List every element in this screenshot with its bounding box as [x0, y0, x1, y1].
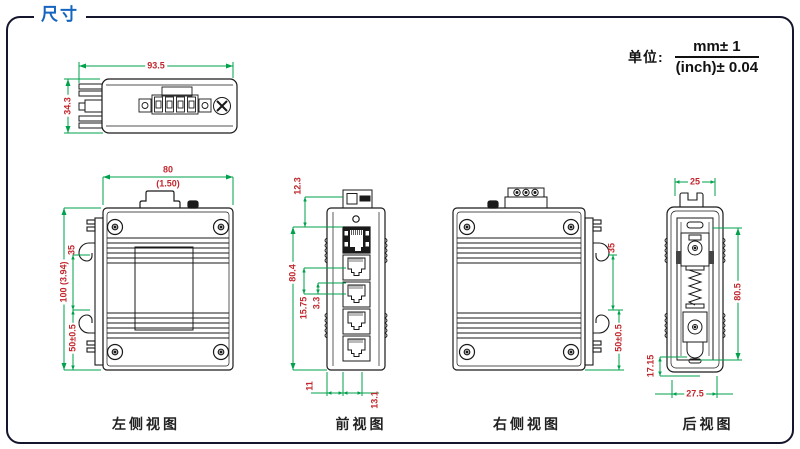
front-view-drawing [324, 189, 388, 371]
dim-front-height: 80.4 [287, 262, 299, 284]
top-view-din-clip [78, 83, 103, 129]
edge-fins-right [722, 237, 726, 339]
view-label-right-side: 右侧视图 [493, 416, 561, 432]
top-view-dimension-lines [64, 62, 234, 134]
panel-title: 尺寸 [34, 5, 86, 25]
rj45-port-4 [342, 308, 371, 335]
rj45-port-2 [342, 254, 371, 281]
rj45-port-5 [342, 335, 371, 362]
units-fraction: mm± 1 (inch)± 0.04 [672, 38, 762, 76]
view-label-rear: 后视图 [682, 416, 734, 432]
units-mm: mm± 1 [693, 38, 741, 55]
edge-fins-right [384, 237, 388, 339]
dim-left-height: 100 (3.94) [58, 259, 70, 305]
terminal-connector-front [342, 189, 373, 209]
top-view-terminal-block [138, 86, 212, 115]
dim-rear-base-width: 27.5 [684, 388, 706, 399]
dim-right-din-rail: 35 [606, 242, 617, 254]
view-label-front: 前视图 [335, 416, 387, 432]
dim-left-width-inch: (1.50) [156, 178, 180, 189]
dim-rear-height: 80.5 [732, 281, 744, 303]
corner-screws [106, 218, 230, 361]
panel-border [6, 16, 794, 444]
din-rail-clip-right [584, 217, 610, 366]
rj45-port-1 [342, 226, 371, 254]
rear-view-dimension-lines [655, 178, 742, 398]
led-indicator [352, 215, 360, 223]
units-inch: (inch)± 0.04 [675, 59, 759, 76]
dim-rear-clip: 17.15 [645, 354, 656, 378]
dim-left-din-rail: 35 [66, 244, 77, 256]
dim-right-clip-bottom: 50±0.5 [613, 322, 625, 354]
top-view-ground-screw [213, 97, 231, 115]
terminal-block-top [504, 187, 548, 209]
dim-front-port-gap: 3.3 [311, 296, 322, 310]
label-area [134, 246, 194, 331]
din-slider-mechanism [676, 217, 714, 364]
view-label-left-side: 左侧视图 [112, 416, 180, 432]
dim-front-port-pitch: 15.75 [298, 296, 309, 320]
units-note: 单位: mm± 1 (inch)± 0.04 [628, 38, 762, 76]
edge-fins-left [664, 237, 668, 339]
spring [687, 269, 703, 306]
right-side-view-drawing [452, 187, 610, 371]
corner-screws [458, 218, 580, 361]
cooling-fins [107, 237, 229, 339]
left-side-view-drawing [78, 190, 234, 371]
serial-connector-side [139, 190, 181, 208]
dim-front-top-offset: 12.3 [292, 177, 303, 195]
din-rail-clip-left [78, 217, 104, 366]
front-view-dimension-lines [290, 196, 379, 396]
dim-left-width-mm: 80 [162, 164, 174, 175]
dim-left-clip-bottom: 50±0.5 [67, 322, 79, 354]
rj45-port-3 [342, 281, 371, 308]
dim-front-bottom-right: 13.1 [369, 391, 380, 409]
dim-front-bottom-left: 11 [304, 381, 315, 391]
fraction-bar [674, 56, 759, 58]
units-label: 单位: [628, 49, 664, 65]
rear-view-drawing [664, 192, 726, 373]
dim-rear-width: 25 [687, 176, 703, 187]
dim-top-depth: 34.3 [62, 95, 74, 117]
top-view-drawing [78, 78, 238, 134]
connector-top-rear [679, 192, 704, 207]
edge-fins-left [324, 237, 328, 339]
left-view-dimension-lines [61, 174, 234, 371]
cooling-fins [457, 237, 581, 339]
dim-top-width: 93.5 [145, 60, 167, 71]
